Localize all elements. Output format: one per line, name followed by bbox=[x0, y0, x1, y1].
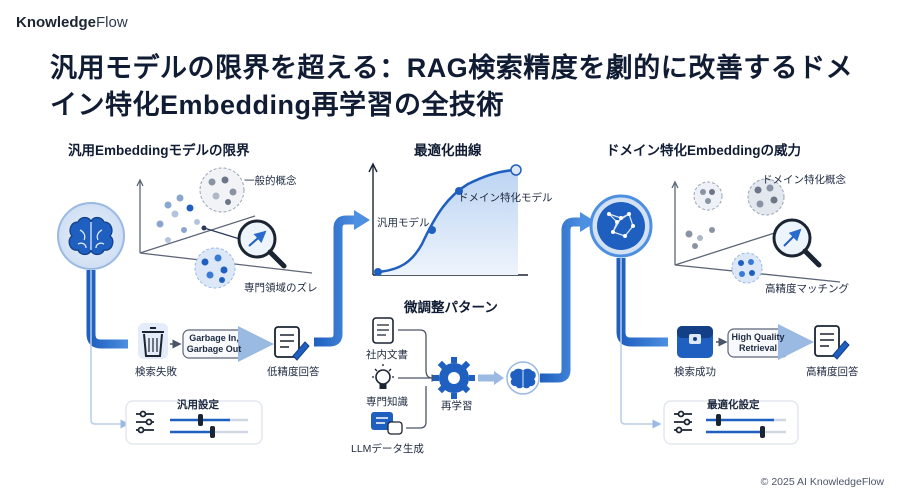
general-model-label: 汎用モデル bbox=[377, 217, 430, 229]
brand-name-light: Flow bbox=[96, 14, 128, 31]
internal-docs-icon bbox=[372, 317, 394, 344]
search-fail-label: 検索失敗 bbox=[135, 366, 177, 378]
slider-knob-2[interactable] bbox=[210, 426, 215, 438]
garbage-label: Garbage In, Garbage Out bbox=[186, 333, 242, 354]
brand-name-bold: Knowledge bbox=[16, 14, 97, 31]
right-magnifier-icon bbox=[772, 218, 822, 268]
treasure-chest-icon bbox=[677, 326, 713, 358]
left-settings-label: 汎用設定 bbox=[177, 399, 219, 411]
right-scatter-points bbox=[685, 178, 785, 284]
matching-label: 高精度マッチング bbox=[765, 283, 849, 295]
center-section-title: 最適化曲線 bbox=[414, 143, 482, 158]
domain-model-label: ドメイン特化モデル bbox=[458, 192, 553, 204]
chat-llm-icon bbox=[371, 412, 403, 435]
center-input-connectors bbox=[398, 329, 440, 429]
document-pencil-icon bbox=[274, 326, 310, 361]
left-scatter-points bbox=[156, 167, 245, 289]
left-settings-card[interactable] bbox=[125, 400, 263, 445]
gear-icon bbox=[433, 357, 475, 399]
center-to-right-arrowhead bbox=[580, 212, 596, 232]
right-section-title: ドメイン特化Embeddingの威力 bbox=[606, 143, 801, 158]
retrain-label: 再学習 bbox=[441, 400, 473, 412]
right-settings-connector bbox=[620, 258, 662, 429]
left-settings-connector bbox=[90, 270, 130, 429]
left-to-center-arrowhead bbox=[354, 210, 370, 230]
right-slider-knob-2[interactable] bbox=[760, 426, 765, 438]
left-magnifier-icon bbox=[203, 219, 287, 269]
left-to-center-pipe bbox=[314, 215, 356, 347]
right-settings-card[interactable] bbox=[663, 400, 799, 445]
center-to-right-pipe bbox=[540, 217, 582, 383]
domain-concept-label: ドメイン特化概念 bbox=[762, 174, 846, 186]
page-title: 汎用モデルの限界を超える：RAG検索精度を劇的に改善するドメイン特化Embedd… bbox=[50, 53, 854, 120]
right-sliders-icon bbox=[674, 410, 692, 434]
internal-docs-label: 社内文書 bbox=[366, 349, 408, 361]
brand-logo: KnowledgeFlow bbox=[16, 14, 128, 31]
gear-to-brain-arrowhead bbox=[494, 371, 504, 385]
pattern-title: 微調整パターン bbox=[404, 300, 498, 315]
right-settings-label: 最適化設定 bbox=[707, 399, 760, 411]
small-brain-icon bbox=[506, 361, 540, 395]
lightbulb-icon bbox=[372, 364, 394, 389]
expert-knowledge-label: 専門知識 bbox=[366, 396, 408, 408]
right-slider-knob-1[interactable] bbox=[716, 414, 721, 426]
right-flow-pipe bbox=[616, 258, 668, 347]
quality-label: High Quality Retrieval bbox=[731, 332, 785, 353]
left-section-title: 汎用Embeddingモデルの限界 bbox=[68, 143, 250, 158]
slider-knob-1[interactable] bbox=[198, 414, 203, 426]
optimization-curve-chart bbox=[368, 162, 528, 276]
general-concept-label: 一般的概念 bbox=[244, 175, 297, 187]
left-brain-icon bbox=[57, 202, 125, 270]
right-document-pencil-icon bbox=[814, 325, 850, 360]
llm-data-label: LLMデータ生成 bbox=[351, 443, 424, 455]
domain-gap-label: 専門領域のズレ bbox=[244, 282, 318, 294]
high-answer-label: 高精度回答 bbox=[806, 366, 859, 378]
left-flow-pipe bbox=[86, 270, 128, 349]
low-answer-label: 低精度回答 bbox=[267, 366, 320, 378]
footer-copyright: © 2025 AI KnowledgeFlow bbox=[760, 476, 884, 488]
trash-icon bbox=[138, 323, 168, 359]
sliders-icon bbox=[136, 410, 154, 434]
search-success-label: 検索成功 bbox=[674, 366, 716, 378]
right-brain-icon bbox=[589, 194, 653, 258]
